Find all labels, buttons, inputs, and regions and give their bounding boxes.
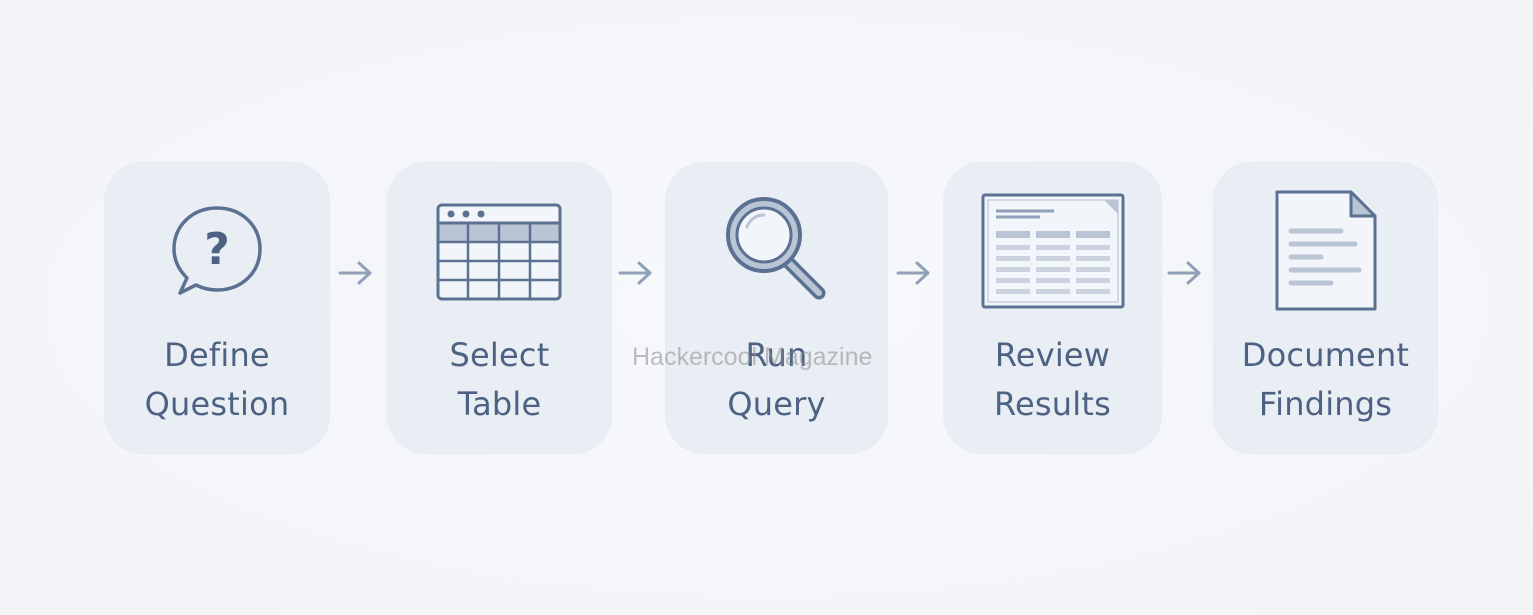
step-label-line1: Define [164,336,270,374]
arrow-right-icon [618,261,652,285]
svg-text:?: ? [204,224,230,275]
step-label-line2: Findings [1258,385,1393,423]
step-label-line2: Table [457,385,542,423]
arrow-right-icon [338,261,372,285]
step-label-line1: Run [745,336,808,374]
step-card-define-question: ? Define Question [105,163,329,453]
results-sheet-icon [944,191,1161,311]
step-card-document-findings: Document Findings [1214,163,1437,453]
step-card-review-results: Review Results [944,163,1161,453]
step-label-line2: Results [994,385,1111,423]
step-label-line1: Review [994,336,1111,374]
watermark: Hackercool Magazine [632,343,873,371]
table-grid-icon [388,191,611,311]
step-label-line2: Question [144,385,290,423]
document-icon [1214,190,1437,311]
question-bubble-icon: ? [105,191,329,311]
arrow-right-icon [896,261,930,285]
step-card-run-query: Run Query [666,163,887,453]
arrow-right-icon [1167,261,1201,285]
step-card-select-table: Select Table [388,163,611,453]
step-label-line1: Document [1241,336,1410,374]
step-label-line1: Select [449,336,550,374]
magnifier-icon [666,191,887,311]
step-label-line2: Query [727,385,826,423]
